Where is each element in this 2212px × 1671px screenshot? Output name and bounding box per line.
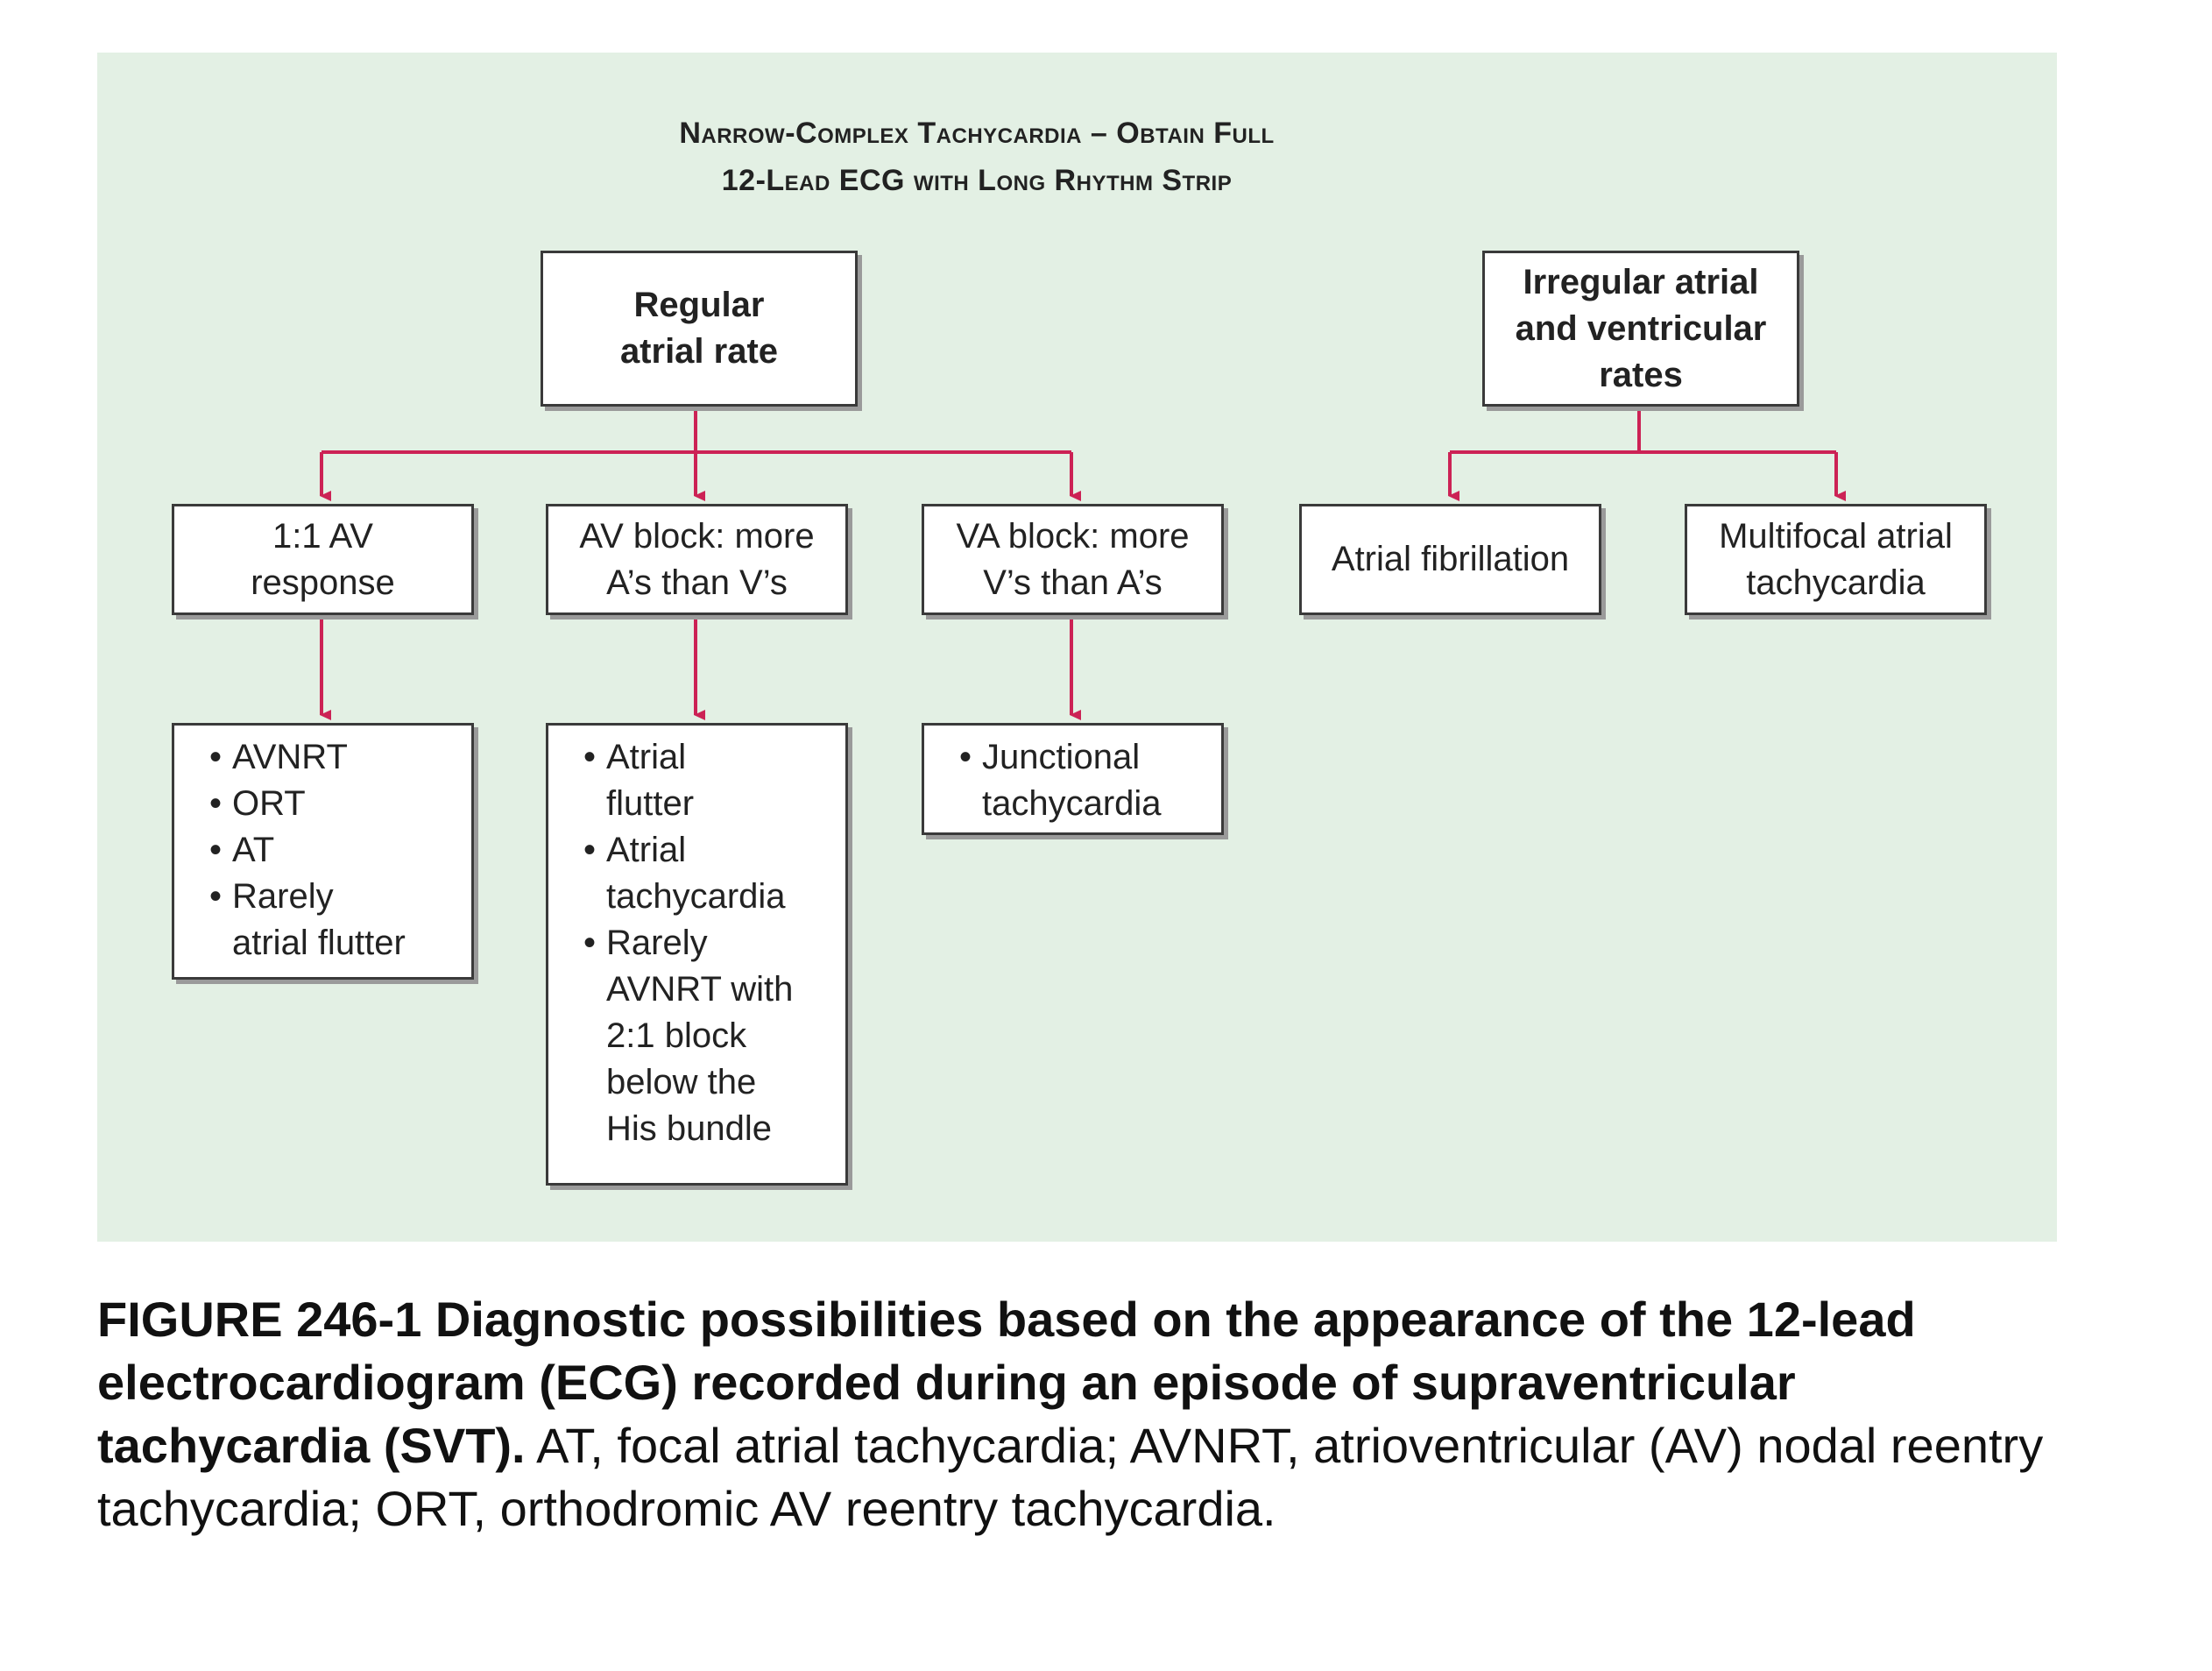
diagram-title: Narrow-Complex Tachycardia – Obtain Full… <box>473 110 1481 204</box>
list-item: AT <box>174 827 471 874</box>
diagram-panel <box>97 53 2057 1242</box>
list-item: AVNRT <box>174 734 471 781</box>
list-item-text: His bundle <box>606 1109 773 1148</box>
list-item: Rarely AVNRT with 2:1 block below the Hi… <box>548 920 845 1152</box>
atrial-fibrillation-box: Atrial fibrillation <box>1299 504 1601 615</box>
one-to-one-diagnoses-list: AVNRT ORT AT Rarely atrial flutter <box>172 723 474 980</box>
list-item-text: ORT <box>232 784 306 823</box>
va-block-diagnoses-list: Junctional tachycardia <box>922 723 1224 835</box>
va-block-box-line-1: VA block: more <box>956 516 1190 556</box>
av-block-diagnoses-list: Atrial flutter Atrial tachycardia Rarely… <box>546 723 848 1186</box>
list-item-text: below the <box>606 1063 757 1101</box>
one-to-one-box-line-1: 1:1 AV <box>272 516 373 556</box>
figure-caption: FIGURE 246-1 Diagnostic possibilities ba… <box>97 1288 2068 1540</box>
mat-box-line-2: tachycardia <box>1746 563 1926 602</box>
irregular-box-line-3: rates <box>1599 355 1683 394</box>
list-item: Rarely atrial flutter <box>174 874 471 966</box>
one-to-one-av-response-box: 1:1 AV response <box>172 504 474 615</box>
list-item-text: Junctional <box>982 738 1141 776</box>
regular-box-line-1: Regular <box>633 286 765 324</box>
diagram-title-line-2: 12-Lead ECG with Long Rhythm Strip <box>721 164 1233 197</box>
av-block-box-line-2: A’s than V’s <box>606 563 788 602</box>
list-item: Atrial flutter <box>548 734 845 827</box>
list-item: Junctional tachycardia <box>924 734 1221 827</box>
diagram-title-line-1: Narrow-Complex Tachycardia – Obtain Full <box>679 117 1275 150</box>
list-item-text: 2:1 block <box>606 1016 747 1055</box>
list-item-text: flutter <box>606 784 695 823</box>
list-item-text: AVNRT with <box>606 970 794 1009</box>
list-item-text: tachycardia <box>606 877 786 916</box>
regular-box-line-2: atrial rate <box>619 332 779 371</box>
list-item: Atrial tachycardia <box>548 827 845 920</box>
afib-box-line-1: Atrial fibrillation <box>1331 540 1570 578</box>
va-block-box: VA block: more V’s than A’s <box>922 504 1224 615</box>
list-item-text: Atrial <box>606 831 687 869</box>
list-item-text: Rarely <box>606 924 708 962</box>
list-item-text: AVNRT <box>232 738 348 776</box>
regular-atrial-rate-box: Regular atrial rate <box>541 251 858 407</box>
figure-caption-body: AT, focal atrial tachycardia; AVNRT, atr… <box>97 1418 2044 1536</box>
multifocal-atrial-tachycardia-box: Multifocal atrial tachycardia <box>1685 504 1987 615</box>
mat-box-line-1: Multifocal atrial <box>1719 516 1953 556</box>
av-block-box-line-1: AV block: more <box>579 516 815 556</box>
list-item: ORT <box>174 781 471 827</box>
list-item-text: Atrial <box>606 738 687 776</box>
irregular-box-line-1: Irregular atrial <box>1523 262 1759 301</box>
list-item-text: tachycardia <box>982 784 1162 823</box>
list-item-text: Rarely <box>232 877 334 916</box>
list-item-text: atrial flutter <box>232 924 406 962</box>
list-item-text: AT <box>232 831 275 869</box>
av-block-box: AV block: more A’s than V’s <box>546 504 848 615</box>
irregular-box-line-2: and ventricular <box>1515 308 1767 348</box>
irregular-rates-box: Irregular atrial and ventricular rates <box>1482 251 1799 407</box>
figure-caption-title: FIGURE 246-1 Diagnostic possibilities ba… <box>97 1292 1916 1473</box>
va-block-box-line-2: V’s than A’s <box>983 563 1163 602</box>
one-to-one-box-line-2: response <box>251 563 395 602</box>
